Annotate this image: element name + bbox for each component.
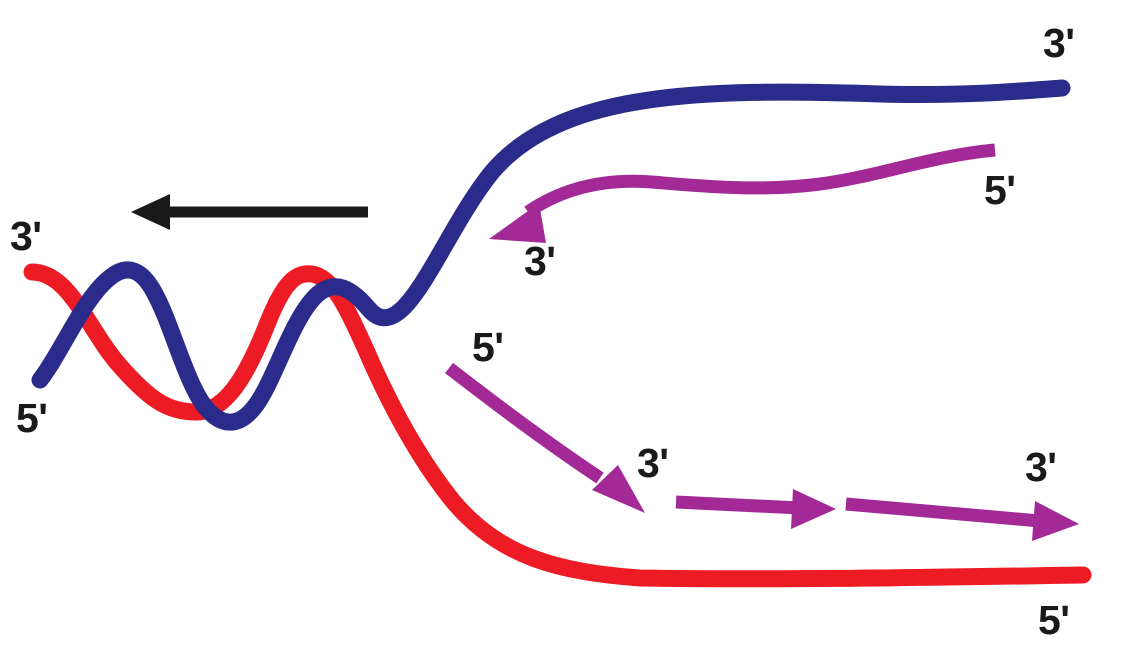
label-parental-red-3prime: 3' xyxy=(10,213,42,259)
label-parental-blue-5prime: 5' xyxy=(16,395,48,441)
red-template-strand xyxy=(23,263,1092,588)
okazaki-2-arrow-head xyxy=(791,489,836,529)
okazaki-1-arrow-head xyxy=(592,465,645,513)
label-leading-template-3prime: 3' xyxy=(1043,20,1075,66)
okazaki-3-arrow-head xyxy=(1032,501,1079,541)
label-okazaki1-3prime: 3' xyxy=(637,440,669,486)
label-leading-new-5prime: 5' xyxy=(984,167,1016,213)
blue-template-strand xyxy=(31,79,1071,431)
leading-strand-shaft xyxy=(524,143,996,218)
okazaki-2-shaft xyxy=(675,495,801,515)
label-lagging-template-5prime: 5' xyxy=(1038,597,1070,643)
fork-arrow-head xyxy=(131,194,170,230)
label-okazaki3-3prime: 3' xyxy=(1025,444,1057,490)
label-leading-new-3prime: 3' xyxy=(524,238,556,284)
okazaki-1-shaft xyxy=(445,362,604,484)
label-okazaki1-5prime: 5' xyxy=(472,324,504,370)
fork-movement-arrow xyxy=(131,194,368,230)
red-template-strand-group xyxy=(23,263,1092,588)
okazaki-fragment-2 xyxy=(675,489,836,529)
okazaki-fragment-1 xyxy=(445,362,645,513)
okazaki-fragment-3 xyxy=(845,497,1079,541)
okazaki-3-shaft xyxy=(845,497,1041,528)
blue-template-strand-group xyxy=(31,79,1071,431)
leading-strand-group xyxy=(489,143,996,243)
leading-strand-arrow-head xyxy=(489,203,546,243)
